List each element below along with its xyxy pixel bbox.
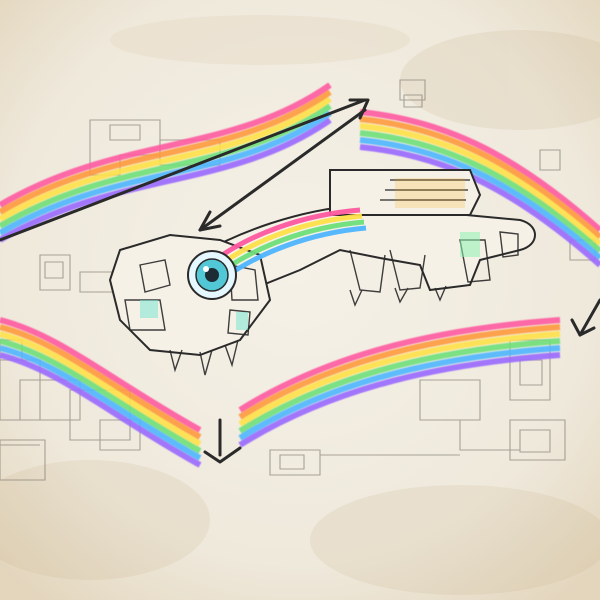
rainbow-beam-top-right [359,109,600,268]
arrow-icon [0,98,600,464]
device-tints [140,178,480,330]
lens-eye [187,250,237,300]
rainbow-beam-left [0,317,202,468]
rainbow-beam-bottom-right [238,317,561,448]
device-details [124,231,519,376]
paper-stains [0,15,600,595]
